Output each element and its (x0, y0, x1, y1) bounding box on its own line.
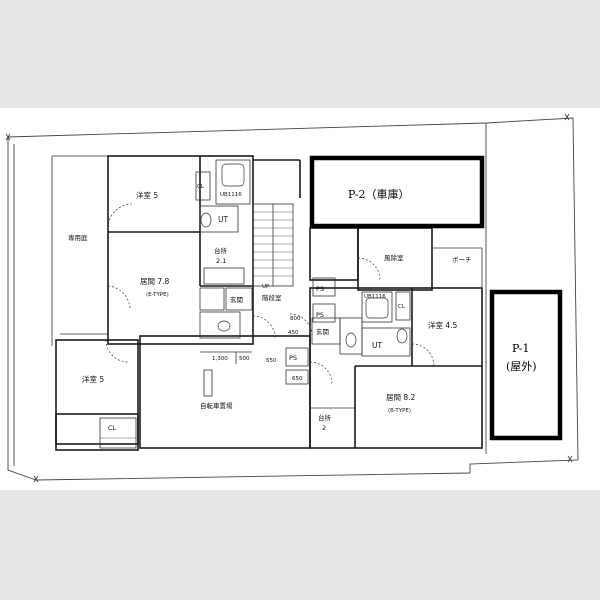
dimension-550: 550 (266, 358, 277, 364)
dimension-800: 800 (290, 316, 301, 322)
room-label-ut-top: UT (218, 215, 228, 224)
room-label-kitchen-1: 台所 (214, 246, 228, 255)
dimension-650: 650 (292, 376, 303, 382)
room-label-entrance-2: 玄関 (316, 327, 329, 336)
pipe-shaft-label-2: PS (316, 311, 324, 319)
room-size-kitchen-2: 2 (322, 424, 326, 432)
survey-marks (5, 113, 573, 483)
floor-plan-panel: 専用庭 洋室 5 UB1116 UT CL (0, 108, 600, 490)
room-label-bedroom-4-5: 洋室 4.5 (428, 320, 458, 330)
dimension-500: 500 (239, 356, 250, 362)
room-bedroom-top: 洋室 5 (107, 190, 158, 229)
room-size-kitchen-1: 2.1 (216, 257, 226, 265)
room-type-e: (E-TYPE) (146, 292, 169, 298)
private-garden-outline: 専用庭 (51, 155, 109, 346)
bath-cluster-top: UB1116 UT CL (195, 159, 251, 233)
room-living-8-2: 居間 8.2 (B-TYPE) (386, 393, 416, 414)
room-entrance-1: 玄関 (199, 287, 276, 339)
room-label-bedroom-5-left: 洋室 5 (82, 374, 104, 384)
pipe-shaft-label-1: PS (316, 285, 324, 293)
parking-label-p1-line1: P-1 (512, 342, 530, 355)
room-windbreak-porch: 風除室 ポーチ (357, 247, 483, 288)
dimension-1300: 1,300 (212, 356, 228, 362)
room-label-porch: ポーチ (452, 256, 472, 264)
room-living-7-8: 居間 7.8 (E-TYPE) (107, 277, 170, 309)
floor-plan: 専用庭 洋室 5 UB1116 UT CL (5, 113, 579, 483)
room-label-ut-right: UT (372, 341, 382, 350)
room-label-bedroom-5-top: 洋室 5 (136, 190, 158, 200)
room-kitchen-1: 台所 2.1 (203, 246, 245, 285)
room-label-living-7-8: 居間 7.8 (140, 277, 170, 286)
stair-up-label: UP (262, 284, 270, 290)
room-label-unit-bath-top: UB1116 (220, 192, 242, 198)
room-kitchen-2: 台所 2 (309, 361, 355, 432)
parking-p2: P-2（車庫） (309, 155, 485, 229)
parking-p1: P-1 (屋外) (489, 289, 563, 441)
stairwell: UP 階段室 (252, 203, 294, 302)
bath-cluster-right: UB1116 UT CL (361, 291, 411, 357)
private-garden-label: 専用庭 (68, 233, 88, 242)
parking-label-p1-line2: (屋外) (506, 360, 537, 373)
pipe-shafts: PS PS PS (285, 277, 336, 367)
room-label-living-8-2: 居間 8.2 (386, 393, 416, 402)
site-boundary (7, 117, 579, 481)
parking-label-p2: P-2（車庫） (348, 187, 410, 201)
room-bicycle-parking: 自転車置場 1,300 500 550 800 450 650 (200, 316, 309, 410)
dimension-450: 450 (288, 330, 299, 336)
room-entrance-2: 玄関 (289, 313, 363, 355)
room-label-bicycle-parking: 自転車置場 (200, 401, 233, 410)
room-label-windbreak: 風除室 (384, 253, 404, 262)
pipe-shaft-label-3: PS (289, 354, 297, 362)
room-label-unit-bath-right: UB1116 (364, 294, 386, 300)
closet-label-top: CL (197, 184, 205, 190)
room-label-entrance-1: 玄関 (230, 295, 243, 304)
room-bedroom-left: 洋室 5 CL (82, 339, 137, 449)
closet-label-right: CL (398, 304, 406, 310)
room-bedroom-4-5: 洋室 4.5 (411, 320, 458, 367)
closet-label-left: CL (108, 424, 117, 432)
room-label-kitchen-2: 台所 (318, 413, 332, 422)
room-label-stairwell: 階段室 (262, 293, 282, 302)
room-type-b: (B-TYPE) (388, 408, 411, 414)
